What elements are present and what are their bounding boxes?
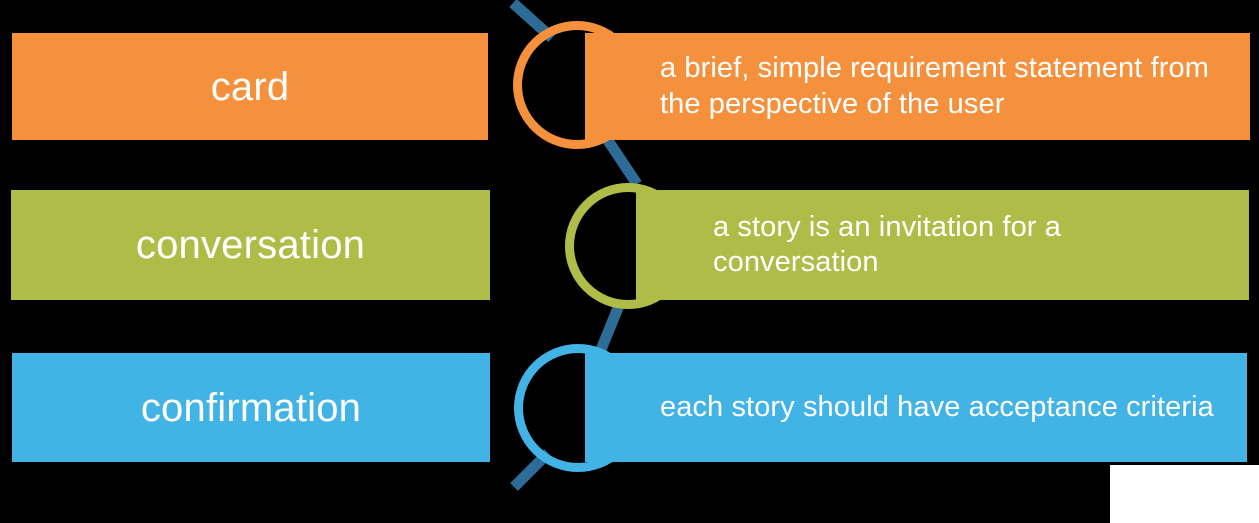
row-card-description-bar[interactable]: a brief, simple requirement statement fr… [585, 33, 1250, 140]
row-card-label-bar[interactable]: card [12, 33, 488, 140]
row-confirmation-ring-icon [514, 344, 642, 472]
row-conversation-ring-icon [565, 183, 691, 309]
row-confirmation-label-bar[interactable]: confirmation [12, 353, 490, 462]
row-card-description: a brief, simple requirement statement fr… [660, 52, 1209, 120]
connector-segment-green-blue [594, 300, 626, 355]
row-card-ring-icon [513, 21, 641, 149]
row-conversation-description: a story is an invitation for a conversat… [713, 210, 1061, 278]
row-confirmation-description: each story should have acceptance criter… [660, 390, 1214, 423]
row-confirmation-description-bar[interactable]: each story should have acceptance criter… [585, 353, 1247, 462]
row-conversation-description-bar[interactable]: a story is an invitation for a conversat… [636, 190, 1249, 300]
row-conversation-label-bar[interactable]: conversation [11, 190, 490, 300]
row-confirmation-label: confirmation [140, 385, 362, 430]
row-conversation-label: conversation [135, 223, 366, 267]
row-card-label: card [210, 64, 290, 109]
corner-plate [1110, 465, 1259, 523]
